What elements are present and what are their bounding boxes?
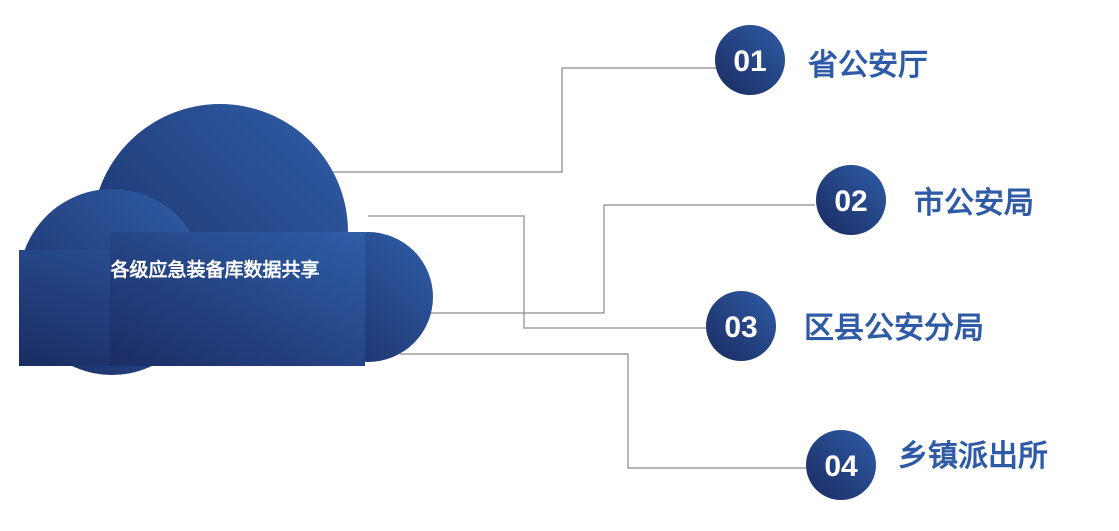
badge-03 xyxy=(706,291,776,361)
node-04: 04 乡镇派出所 xyxy=(806,430,1048,500)
node-01: 01 省公安厅 xyxy=(715,25,928,95)
connector-02 xyxy=(425,204,815,314)
connectors xyxy=(330,67,815,469)
badge-number-01: 01 xyxy=(733,45,766,78)
connector-03 xyxy=(368,215,706,329)
node-label-01: 省公安厅 xyxy=(808,48,928,83)
badge-04 xyxy=(806,430,876,500)
cloud: 各级应急装备库数据共享 xyxy=(19,104,433,375)
node-03: 03 区县公安分局 xyxy=(706,291,984,361)
connector-04 xyxy=(400,353,806,469)
badge-number-04: 04 xyxy=(824,450,858,483)
node-label-02: 市公安局 xyxy=(914,186,1034,221)
badge-02 xyxy=(816,165,886,235)
cloud-title: 各级应急装备库数据共享 xyxy=(109,258,319,281)
connector-01 xyxy=(330,67,716,173)
badge-number-02: 02 xyxy=(834,185,867,218)
node-label-03: 区县公安分局 xyxy=(804,311,984,346)
badge-number-03: 03 xyxy=(724,311,757,344)
node-label-04: 乡镇派出所 xyxy=(898,439,1048,474)
badge-01 xyxy=(715,25,785,95)
cloud-shape xyxy=(19,104,433,375)
node-02: 02 市公安局 xyxy=(816,165,1034,235)
